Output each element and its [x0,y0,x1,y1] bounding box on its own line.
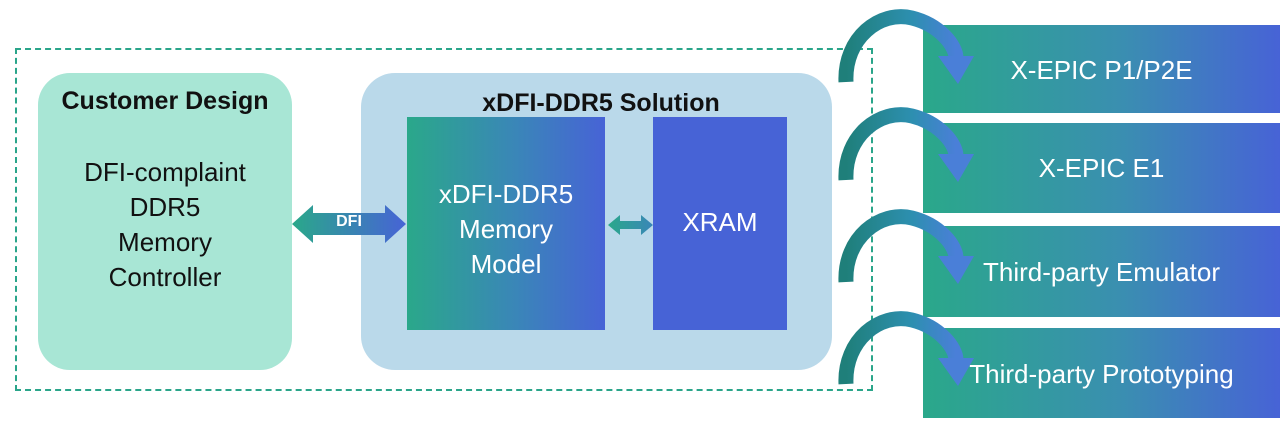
target-box-xepic-p1: X-EPIC P1/P2E [923,25,1280,113]
target-box-third-party-prototyping: Third-party Prototyping [923,328,1280,418]
model-line-1: xDFI-DDR5 [438,179,574,209]
dfi-interface-label: DFI [336,213,362,230]
target-box-xepic-e1: X-EPIC E1 [923,123,1280,213]
curved-arrow-third-party-emulator [838,209,974,284]
customer-design-description: DFI-complaint DDR5 Memory Controller [38,155,292,295]
memory-model-text: xDFI-DDR5 Memory Model [407,177,605,282]
customer-design-box: Customer Design DFI-complaint DDR5 Memor… [38,73,292,370]
curved-arrow-xepic-e1 [838,107,974,182]
customer-line-1: DFI-complaint [84,157,246,187]
model-line-2: Memory [459,214,553,244]
memory-model-box: xDFI-DDR5 Memory Model [407,117,605,330]
model-xram-link-arrow [608,215,653,235]
curved-arrow-third-party-prototyping [838,311,974,386]
customer-line-3: Memory [118,227,212,257]
dfi-double-arrow [292,205,406,243]
model-line-3: Model [470,249,542,279]
target-label-xepic-e1: X-EPIC E1 [1038,153,1165,183]
xram-label: XRAM [682,207,758,237]
target-label-third-party-emulator: Third-party Emulator [983,257,1220,287]
xram-box: XRAM [653,117,787,330]
target-box-third-party-emulator: Third-party Emulator [923,226,1280,317]
customer-line-4: Controller [108,262,222,292]
curved-arrow-xepic-p1 [838,9,974,84]
target-label-third-party-prototyping: Third-party Prototyping [969,359,1234,389]
customer-line-2: DDR5 [129,192,201,222]
customer-design-title: Customer Design [61,87,269,115]
xdfi-solution-title: xDFI-DDR5 Solution [482,89,720,117]
target-label-xepic-p1: X-EPIC P1/P2E [1010,55,1193,85]
